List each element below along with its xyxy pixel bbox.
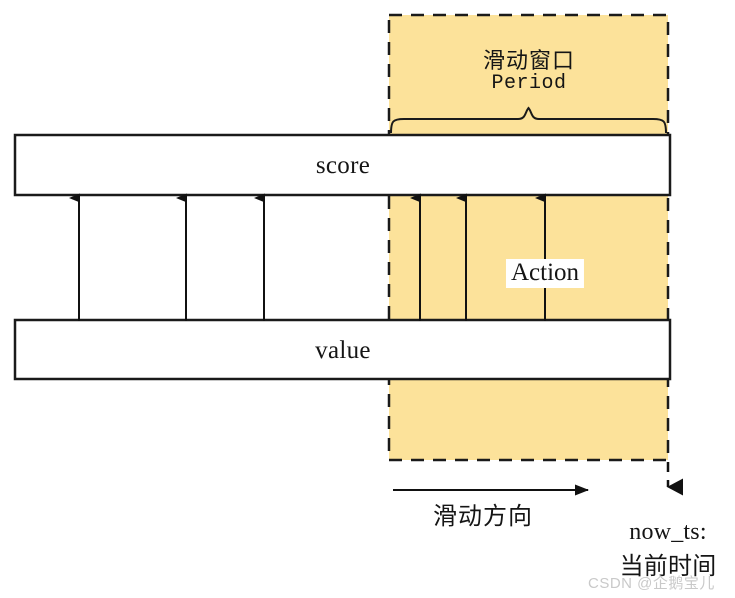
csdn-watermark: CSDN @企鹅宝儿	[588, 575, 715, 592]
now-ts-label-chinese: 当前时间	[619, 554, 717, 580]
window-title-period: Period	[491, 72, 567, 95]
now-ts-label: now_ts:	[629, 519, 707, 545]
period-brace	[390, 106, 667, 134]
sliding-window-region	[387, 13, 670, 462]
score-bar-label: score	[315, 152, 371, 179]
slide-direction-label: 滑动方向	[433, 504, 533, 530]
value-bar	[13, 318, 672, 381]
value-bar-label: value	[315, 337, 371, 364]
action-label: Action	[505, 259, 585, 289]
score-bar	[13, 133, 672, 197]
window-title-chinese: 滑动窗口	[482, 48, 576, 73]
